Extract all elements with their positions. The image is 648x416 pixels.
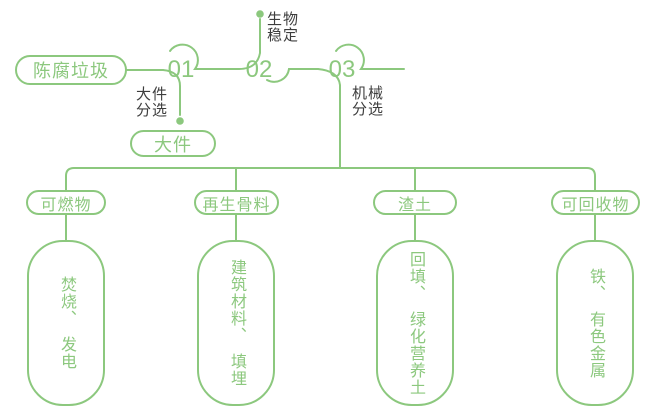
result-text: 建筑材料、 填埋 <box>228 259 245 387</box>
result-capsule-metals: 铁、 有色金属 <box>556 240 634 406</box>
arc-step3 <box>335 43 405 70</box>
main-connector <box>65 167 596 191</box>
arc-step1 <box>169 43 240 70</box>
category-pill-slag: 渣土 <box>373 190 457 215</box>
step-number-01: 01 <box>167 56 195 83</box>
result-capsule-building-materials: 建筑材料、 填埋 <box>197 240 275 406</box>
branch-step1-down <box>162 69 181 116</box>
category-label: 可燃物 <box>40 196 92 214</box>
category-label: 可回收物 <box>561 196 630 214</box>
mechanical-sorting-label: 机械 分选 <box>352 85 385 118</box>
source-pill-label: 陈腐垃圾 <box>33 61 109 81</box>
bulky-branch-dot <box>176 117 184 125</box>
result-capsule-backfill: 回填、 绿化营养土 <box>376 240 454 406</box>
category-pill-recyclable: 可回收物 <box>551 190 640 215</box>
result-text: 回填、 绿化营养土 <box>407 250 424 396</box>
category-label: 再生骨料 <box>202 196 271 214</box>
bulky-pill: 大件 <box>130 130 216 157</box>
step-number-03: 03 <box>328 56 356 83</box>
category-pill-combustible: 可燃物 <box>26 190 106 215</box>
branch-step3-down <box>317 68 341 169</box>
bio-branch-dot <box>256 10 264 18</box>
branch-step2-up <box>238 18 261 70</box>
result-capsule-incineration: 焚烧、 发电 <box>27 240 105 406</box>
bio-stabilization-label: 生物 稳定 <box>267 11 300 44</box>
result-text: 焚烧、 发电 <box>58 276 75 370</box>
category-pill-aggregate: 再生骨料 <box>194 190 279 215</box>
result-text: 铁、 有色金属 <box>587 267 604 379</box>
category-label: 渣土 <box>397 196 432 214</box>
bulky-sorting-label: 大件 分选 <box>136 86 169 119</box>
step-number-02: 02 <box>245 56 273 83</box>
bulky-pill-label: 大件 <box>154 134 192 155</box>
source-pill: 陈腐垃圾 <box>15 55 127 85</box>
arc-step2 <box>266 68 319 83</box>
